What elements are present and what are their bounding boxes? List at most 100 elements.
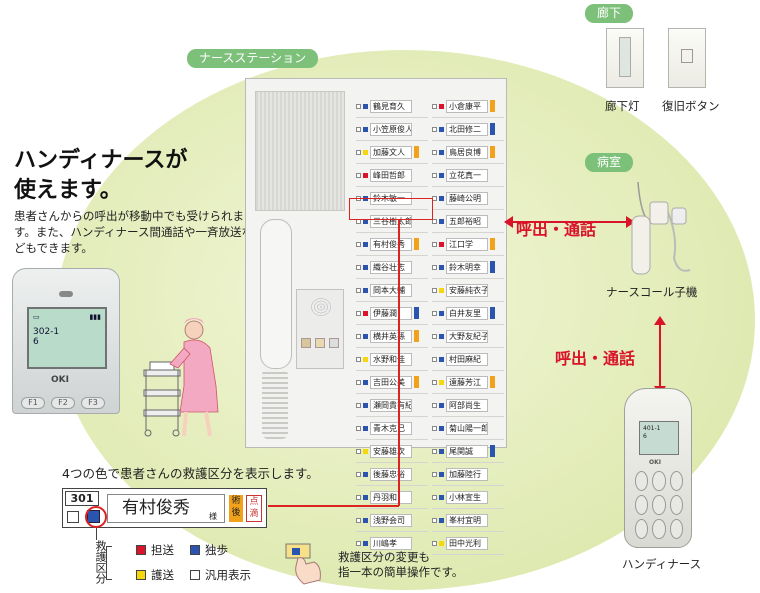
card-checkbox[interactable] [356, 310, 361, 316]
card-checkbox[interactable] [356, 517, 361, 523]
card-checkbox[interactable] [356, 425, 361, 431]
card-checkbox[interactable] [432, 287, 437, 293]
f3-key[interactable]: F3 [81, 397, 105, 409]
patient-card[interactable]: 江口学 [432, 233, 504, 256]
patient-card[interactable]: 後藤忠裕 [356, 463, 428, 486]
patient-card[interactable]: 安藤純衣子 [432, 279, 504, 302]
patient-card[interactable]: 阿部尚生 [432, 394, 504, 417]
patient-card[interactable]: 織谷壮志 [356, 256, 428, 279]
patient-card[interactable]: 小笠原俊人 [356, 118, 428, 141]
patient-card[interactable]: 藤崎公明 [432, 187, 504, 210]
station-button-3[interactable] [329, 338, 339, 348]
card-checkbox[interactable] [356, 402, 361, 408]
keypad-key[interactable] [652, 471, 666, 491]
card-checkbox[interactable] [67, 511, 79, 523]
patient-card[interactable]: 鳥居良博 [432, 141, 504, 164]
card-checkbox[interactable] [432, 149, 437, 155]
patient-name: 小林宣生 [446, 490, 488, 504]
card-checkbox[interactable] [432, 241, 437, 247]
patient-card[interactable]: 丹羽和 [356, 486, 428, 509]
patient-card[interactable]: 小林宣生 [432, 486, 504, 509]
keypad-key[interactable] [669, 471, 683, 491]
patient-card[interactable]: 白井友里 [432, 302, 504, 325]
patient-name: 青木克己 [370, 421, 412, 435]
card-checkbox[interactable] [432, 540, 437, 546]
handset[interactable] [260, 219, 292, 369]
patient-card[interactable]: 岡本大輔 [356, 279, 428, 302]
keypad-key[interactable] [669, 495, 683, 515]
patient-card[interactable]: 尾関誠 [432, 440, 504, 463]
patient-card[interactable]: 青木克己 [356, 417, 428, 440]
patient-card[interactable]: 加藤文人 [356, 141, 428, 164]
card-checkbox[interactable] [432, 471, 437, 477]
care-category-indicator [363, 425, 368, 431]
patient-card[interactable]: 川嶋孝 [356, 532, 428, 555]
card-checkbox[interactable] [432, 264, 437, 270]
card-checkbox[interactable] [356, 356, 361, 362]
card-checkbox[interactable] [356, 172, 361, 178]
patient-card[interactable]: 三谷樹太郎 [356, 210, 428, 233]
patient-card[interactable]: 鶴見育久 [356, 95, 428, 118]
keypad-key[interactable] [652, 519, 666, 539]
card-checkbox[interactable] [356, 264, 361, 270]
card-checkbox[interactable] [356, 448, 361, 454]
patient-card[interactable]: 大野友紀子 [432, 325, 504, 348]
card-checkbox[interactable] [432, 402, 437, 408]
patient-card[interactable]: 吉田公美 [356, 371, 428, 394]
card-checkbox[interactable] [432, 448, 437, 454]
card-checkbox[interactable] [432, 126, 437, 132]
card-checkbox[interactable] [356, 287, 361, 293]
patient-card[interactable]: 水野和佳 [356, 348, 428, 371]
card-checkbox[interactable] [356, 471, 361, 477]
card-checkbox[interactable] [432, 517, 437, 523]
card-checkbox[interactable] [356, 149, 361, 155]
card-checkbox[interactable] [356, 333, 361, 339]
patient-card[interactable]: 立花真一 [432, 164, 504, 187]
care-category-indicator [363, 264, 368, 270]
patient-card[interactable]: 村田麻紀 [432, 348, 504, 371]
patient-card[interactable]: 小倉康平 [432, 95, 504, 118]
card-checkbox[interactable] [432, 310, 437, 316]
card-checkbox[interactable] [356, 103, 361, 109]
keypad-key[interactable] [635, 519, 649, 539]
patient-card[interactable]: 北田修二 [432, 118, 504, 141]
card-checkbox[interactable] [432, 218, 437, 224]
keypad-key[interactable] [669, 519, 683, 539]
patient-card[interactable]: 安藤雄次 [356, 440, 428, 463]
keypad-key[interactable] [652, 495, 666, 515]
patient-card[interactable]: 浅野会司 [356, 509, 428, 532]
keypad-key[interactable] [635, 495, 649, 515]
patient-card[interactable]: 遠藤芳江 [432, 371, 504, 394]
patient-card[interactable]: 峯村宜明 [432, 509, 504, 532]
patient-card[interactable]: 横井英孫 [356, 325, 428, 348]
f2-key[interactable]: F2 [51, 397, 75, 409]
patient-card[interactable]: 菊山陽一郎 [432, 417, 504, 440]
card-checkbox[interactable] [432, 333, 437, 339]
patient-card[interactable]: 有村俊秀 [356, 233, 428, 256]
patient-card[interactable]: 伊藤潤 [356, 302, 428, 325]
patient-card[interactable]: 田中光利 [432, 532, 504, 555]
reset-switch[interactable] [681, 49, 693, 63]
card-checkbox[interactable] [432, 172, 437, 178]
card-checkbox[interactable] [432, 425, 437, 431]
care-category-indicator [439, 333, 444, 339]
card-tag [490, 399, 495, 411]
patient-card[interactable]: 峰田哲郎 [356, 164, 428, 187]
keypad-key[interactable] [635, 471, 649, 491]
card-checkbox[interactable] [356, 540, 361, 546]
f1-key[interactable]: F1 [21, 397, 45, 409]
card-checkbox[interactable] [432, 356, 437, 362]
patient-card[interactable]: 五郎裕昭 [432, 210, 504, 233]
card-checkbox[interactable] [356, 126, 361, 132]
station-button-2[interactable] [315, 338, 325, 348]
patient-card[interactable]: 鈴木明幸 [432, 256, 504, 279]
station-button-1[interactable] [301, 338, 311, 348]
patient-card[interactable]: 加藤陸行 [432, 463, 504, 486]
card-checkbox[interactable] [432, 494, 437, 500]
card-checkbox[interactable] [356, 241, 361, 247]
card-checkbox[interactable] [432, 379, 437, 385]
patient-card[interactable]: 瀬岡貴有紀 [356, 394, 428, 417]
card-checkbox[interactable] [356, 494, 361, 500]
card-checkbox[interactable] [432, 103, 437, 109]
card-checkbox[interactable] [356, 379, 361, 385]
